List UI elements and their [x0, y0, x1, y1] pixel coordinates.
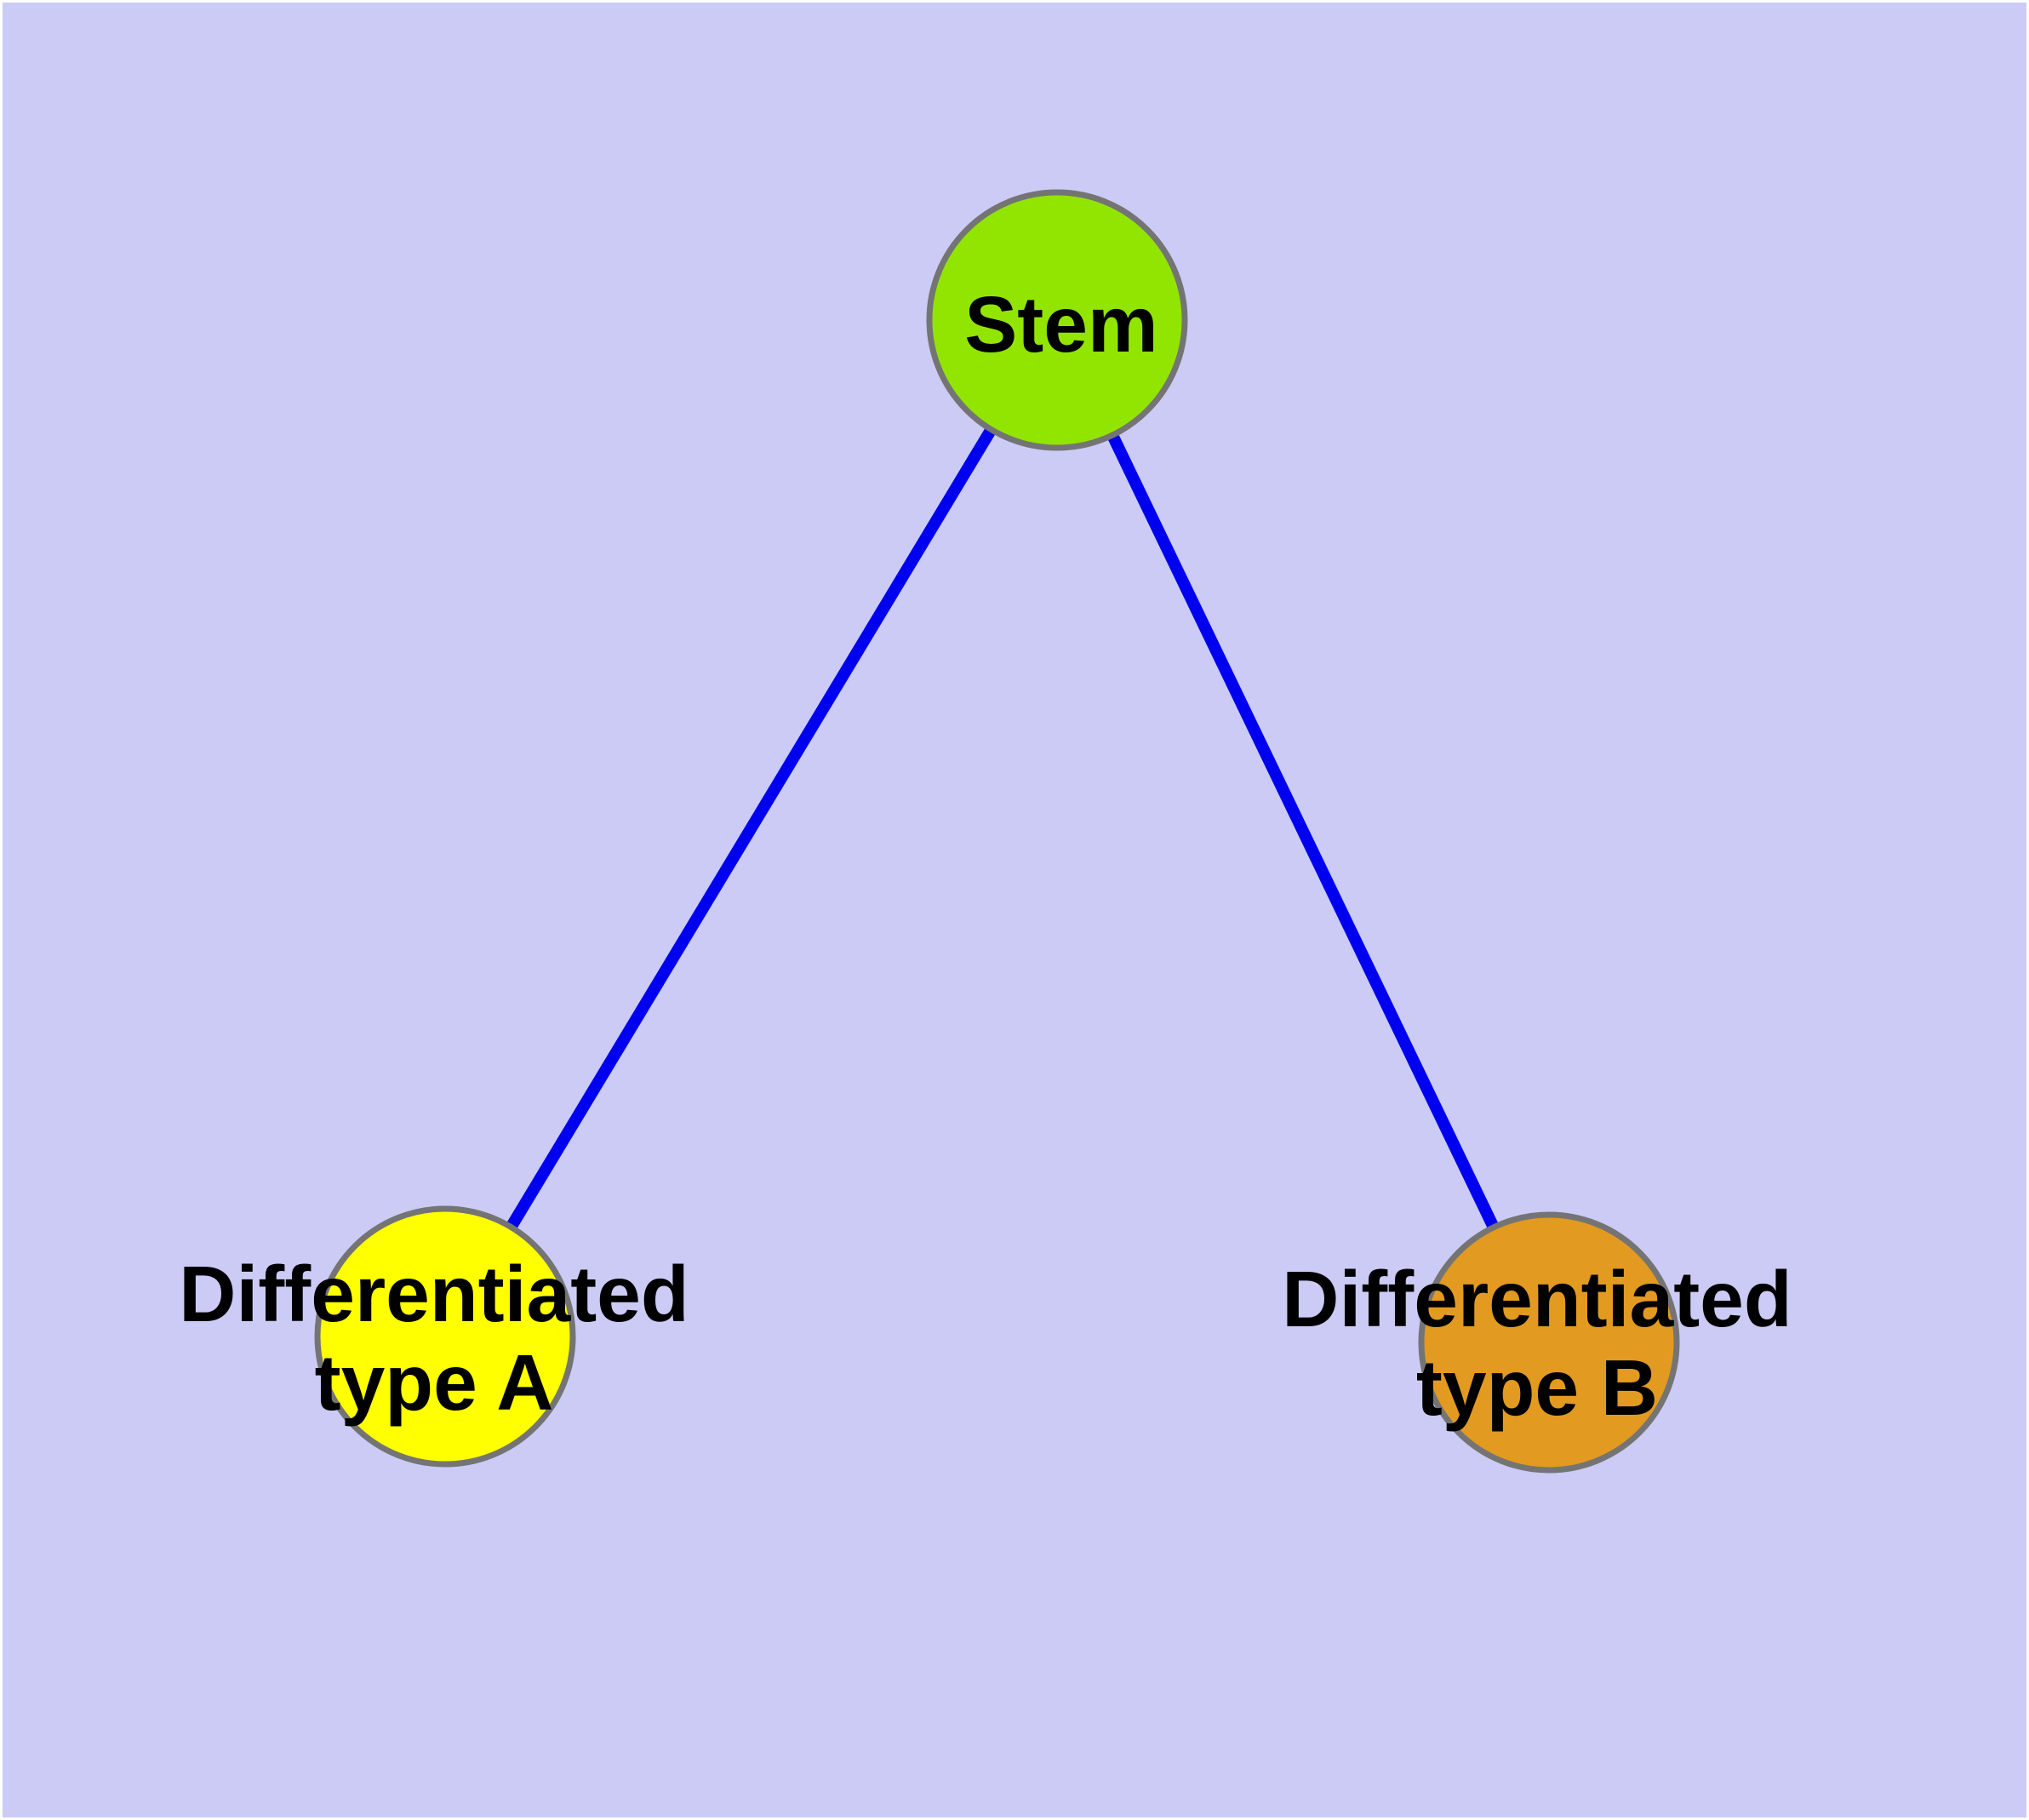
node-stem: Stem: [926, 189, 1188, 451]
node-type-b-circle: [1418, 1211, 1680, 1474]
node-stem-circle: [926, 189, 1188, 451]
node-type-b-label-line2: type B: [1416, 1343, 1658, 1432]
node-type-a-label-line2: type A: [315, 1338, 554, 1427]
node-type-a-circle: [314, 1205, 576, 1468]
edge-stem-to-type-b: [1051, 317, 1555, 1346]
node-differentiated-type-a: Differentiated type A: [179, 1205, 689, 1468]
node-type-b-label-line1: Differentiated: [1282, 1255, 1792, 1343]
edge-group: [440, 317, 1555, 1346]
node-differentiated-type-b: Differentiated type B: [1282, 1211, 1792, 1474]
node-type-a-label-line1: Differentiated: [179, 1250, 689, 1338]
node-stem-label: Stem: [964, 280, 1157, 369]
edge-stem-to-type-a: [440, 317, 1062, 1340]
